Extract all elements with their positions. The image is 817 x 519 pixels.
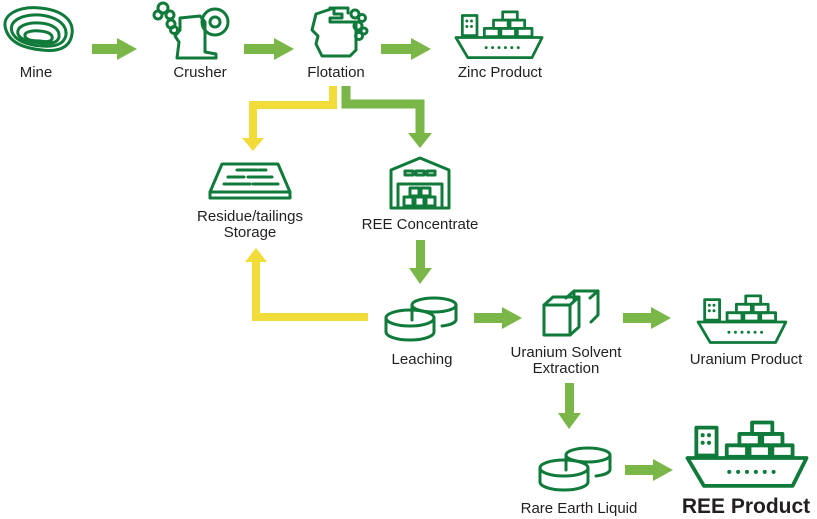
rare-earth-liquid-tanks-icon xyxy=(538,446,612,492)
warehouse-icon xyxy=(389,156,451,210)
crusher-label: Crusher xyxy=(173,64,227,81)
arrow-rare-earth-liquid-to-ree-product xyxy=(625,459,673,481)
uranium-product-label: Uranium Product xyxy=(689,351,803,368)
uranium-product-ship-icon xyxy=(696,294,788,344)
ree-product-ship-icon xyxy=(685,420,809,488)
arrow-flotation-to-concentrate xyxy=(341,86,432,148)
arrow-leaching-to-residue xyxy=(245,248,368,321)
residue-label-line2: Storage xyxy=(223,224,277,241)
uranium-sx-label-line1: Uranium Solvent xyxy=(510,344,622,361)
residue-label-line1: Residue/tailings xyxy=(197,208,303,225)
leaching-label: Leaching xyxy=(391,351,453,368)
rare-earth-liquid-label: Rare Earth Liquid xyxy=(520,500,638,517)
arrow-flotation-to-zinc xyxy=(381,38,431,60)
leaching-tanks-icon xyxy=(384,296,458,342)
zinc-product-label: Zinc Product xyxy=(457,64,543,81)
arrow-flotation-to-residue xyxy=(242,86,337,151)
crusher-icon xyxy=(152,1,230,60)
tailings-storage-icon xyxy=(208,162,292,200)
arrow-mine-to-crusher xyxy=(92,38,137,60)
arrow-uranium-sx-to-uranium-product xyxy=(623,307,671,329)
flotation-label: Flotation xyxy=(307,64,365,81)
uranium-sx-label-line2: Extraction xyxy=(532,360,600,377)
mine-layers-icon xyxy=(3,6,74,52)
flotation-icon xyxy=(310,6,369,58)
arrow-leaching-to-uranium-sx xyxy=(474,307,522,329)
cubes-icon xyxy=(542,289,600,337)
mine-label: Mine xyxy=(19,64,53,81)
arrow-uranium-sx-to-rare-earth-liquid xyxy=(558,383,581,429)
ree-product-label: REE Product xyxy=(681,495,811,518)
ree-concentrate-label: REE Concentrate xyxy=(361,216,479,233)
zinc-product-ship-icon xyxy=(454,10,544,60)
arrow-concentrate-to-leaching xyxy=(409,240,432,284)
arrow-crusher-to-flotation xyxy=(244,38,294,60)
